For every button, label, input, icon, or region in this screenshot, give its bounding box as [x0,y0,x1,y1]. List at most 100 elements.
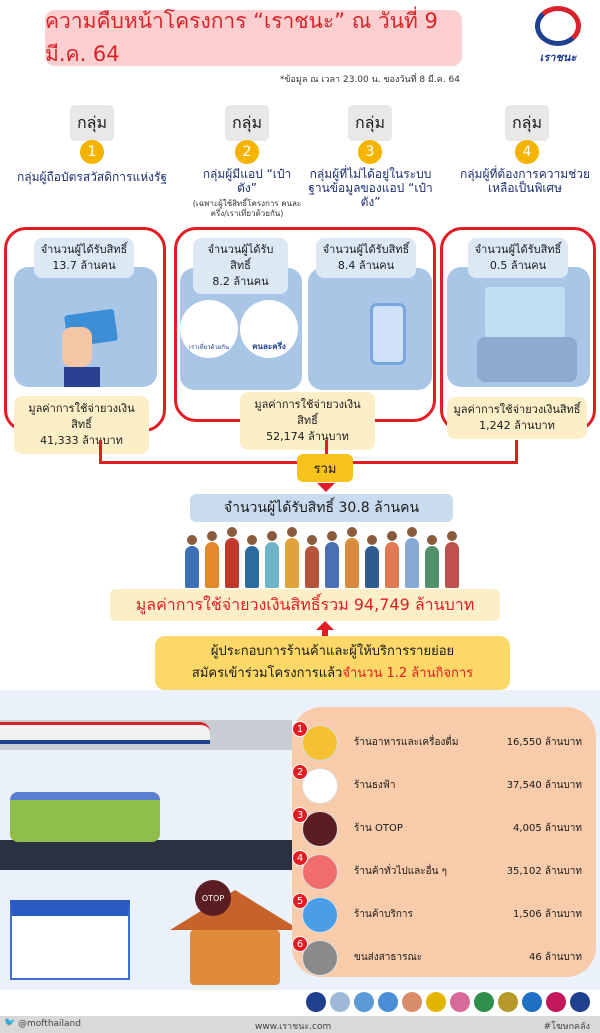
person-head [267,531,277,541]
page-title: ความคืบหน้าโครงการ “เราชนะ” ณ วันที่ 9 ม… [45,9,462,66]
logo-label: คนละครึ่ง [252,342,286,351]
hashtag: #โฆษกคลัง [543,1022,590,1032]
person-figure [185,546,199,588]
group-3-title: กลุ่มผู้ที่ไม่ได้อยู่ในระบบฐานข้อมูลของแ… [308,167,433,209]
shop-category-panel: 1 ร้านอาหารและเครื่องดื่ม 16,550 ล้านบาท… [292,707,596,977]
group-4-title: กลุ่มผู้ที่ต้องการความช่วยเหลือเป็นพิเศษ [459,167,591,195]
group-1-beneficiaries: จำนวนผู้ได้รับสิทธิ์ 13.7 ล้านคน [34,238,134,278]
group-3-label: กลุ่ม [348,105,392,141]
spending-label: มูลค่าการใช้จ่ายวงเงินสิทธิ์ [254,398,361,427]
person-head [187,535,197,545]
person-figure [205,542,219,588]
person-head [367,535,377,545]
group-2-beneficiaries: จำนวนผู้ได้รับสิทธิ์ 8.2 ล้านคน [193,238,288,294]
group-4-number: 4 [515,140,539,164]
total-spending: มูลค่าการใช้จ่ายวงเงินสิทธิ์รวม 94,749 ล… [110,589,500,621]
connector-line [99,440,102,463]
person-figure [325,542,339,588]
shop-category-value: 4,005 ล้านบาท [513,823,582,834]
shop-number-badge: 3 [292,807,308,823]
shop-number-badge: 1 [292,721,308,737]
total-beneficiaries: จำนวนผู้ได้รับสิทธิ์ 30.8 ล้านคน [190,494,453,522]
id-card-icon [485,287,565,337]
total-label: รวม [297,454,353,482]
rao-chana-logo: เราชนะ [528,6,588,68]
arrow-up-icon [316,621,334,630]
spending-value: 41,333 ล้านบาท [40,434,123,447]
shop-category-row: 4 ร้านค้าทั่วไปและอื่น ๆ 35,102 ล้านบาท [292,850,592,892]
shop-number-badge: 6 [292,936,308,952]
group-2-number: 2 [235,140,259,164]
person-head [447,531,457,541]
person-figure [225,538,239,588]
shop-category-name: ร้านค้าทั่วไปและอื่น ๆ [354,866,448,877]
fruit-stall-icon [190,930,280,985]
smartphone-icon [370,303,406,365]
group-3-number: 3 [358,140,382,164]
crowd-illustration [185,527,470,588]
shop-category-row: 1 ร้านอาหารและเครื่องดื่ม 16,550 ล้านบาท [292,721,592,763]
skytrain-icon [0,722,210,744]
shop-category-name: ร้าน OTOP [354,823,403,834]
person-head [387,531,397,541]
logo-text: เราชนะ [539,51,577,64]
beneficiary-count: 8.4 ล้านคน [337,259,395,272]
shop-category-name: ร้านอาหารและเครื่องดื่ม [354,737,459,748]
government-seal-icon [354,992,374,1012]
government-seal-icon [450,992,470,1012]
government-seal-icon [498,992,518,1012]
shop-category-row: 5 ร้านค้าบริการ 1,506 ล้านบาท [292,893,592,935]
person-figure [405,538,419,588]
person-head [227,527,237,537]
government-seal-icon [306,992,326,1012]
otop-sign-icon: OTOP [195,880,231,916]
person-figure [285,538,299,588]
group-1-spending: มูลค่าการใช้จ่ายวงเงินสิทธิ์ 41,333 ล้าน… [14,396,149,454]
group-2-label: กลุ่ม [225,105,269,141]
kon-la-krueng-logo: คนละครึ่ง [240,300,298,358]
shop-category-row: 2 ร้านธงฟ้า 37,540 ล้านบาท [292,764,592,806]
shop-category-icon [302,768,338,804]
person-head [327,531,337,541]
person-head [287,527,297,537]
shop-category-value: 1,506 ล้านบาท [513,909,582,920]
beneficiary-label: จำนวนผู้ได้รับสิทธิ์ [474,243,562,256]
group-3-beneficiaries: จำนวนผู้ได้รับสิทธิ์ 8.4 ล้านคน [316,238,416,278]
twitter-icon: 🐦 [4,1018,16,1028]
merchants-line-2: สมัครเข้าร่วมโครงการแล้ว [191,666,343,681]
group-2-title: กลุ่มผู้มีแอป “เป๋าตัง” [202,167,292,195]
road [0,840,292,870]
spending-value: 52,174 ล้านบาท [266,430,349,443]
person-head [307,535,317,545]
beneficiary-label: จำนวนผู้ได้รับสิทธิ์ [40,243,128,256]
government-seal-icon [330,992,350,1012]
logo-label: เราเที่ยวด้วยกัน [188,344,230,351]
beneficiary-label: จำนวนผู้ได้รับสิทธิ์ [322,243,410,256]
shop-number-badge: 4 [292,850,308,866]
shop-category-icon [302,854,338,890]
government-seal-icon [522,992,542,1012]
spending-label: มูลค่าการใช้จ่ายวงเงินสิทธิ์ [453,403,581,416]
spending-value: 1,242 ล้านบาท [479,419,555,432]
bus-icon [10,792,160,842]
group-4-panel [447,267,590,387]
heart-logo-icon [535,6,581,46]
twitter-handle[interactable]: @mofthailand [18,1019,81,1029]
shop-category-row: 3 ร้าน OTOP 4,005 ล้านบาท [292,807,592,849]
group-3-panel [308,268,432,390]
shop-category-name: ขนส่งสาธารณะ [354,952,423,963]
shop-category-name: ร้านธงฟ้า [354,780,396,791]
beneficiary-count: 13.7 ล้านคน [52,259,116,272]
group-1-number: 1 [80,140,104,164]
thong-fah-shop-icon [10,900,130,980]
arrow-up-stem [322,629,328,636]
website-link[interactable]: www.เราชนะ.com [255,1022,332,1032]
person-figure [365,546,379,588]
shop-category-icon [302,940,338,976]
merchants-line-1: ผู้ประกอบการร้านค้าและผู้ให้บริการรายย่อ… [210,644,455,659]
government-seal-icon [570,992,590,1012]
shop-category-icon [302,811,338,847]
shop-category-value: 16,550 ล้านบาท [506,737,582,748]
spending-label: มูลค่าการใช้จ่ายวงเงินสิทธิ์ [28,402,135,431]
connector-line [325,440,328,455]
